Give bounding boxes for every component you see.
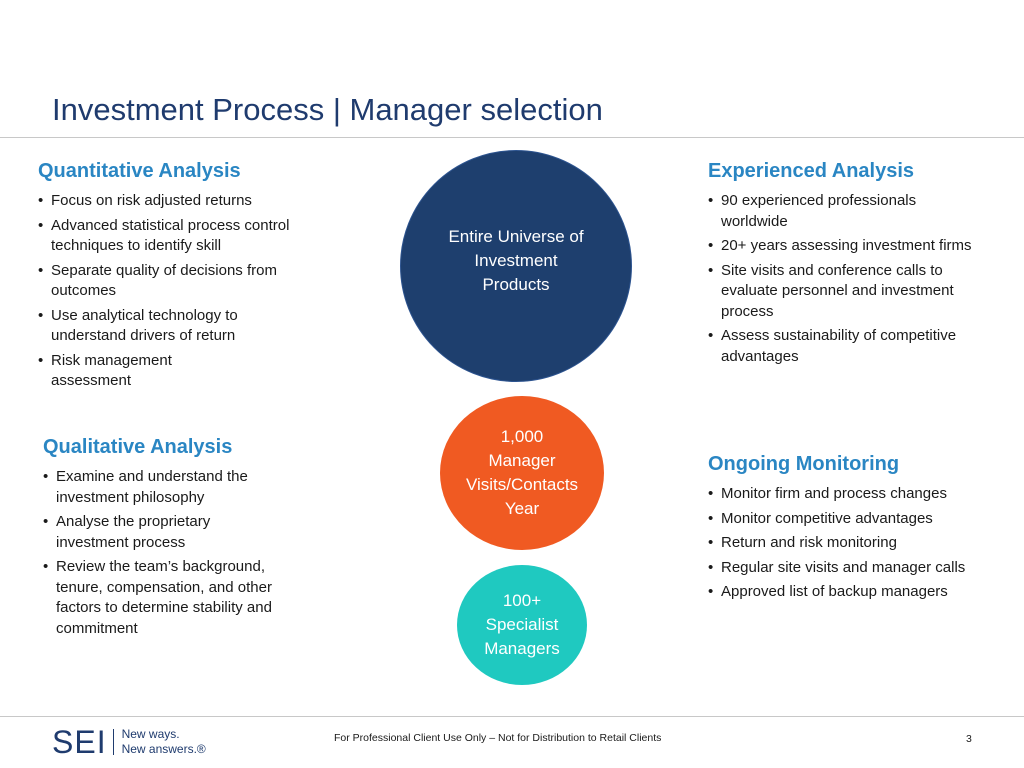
section-heading: Quantitative Analysis bbox=[38, 160, 241, 182]
ongoing-monitoring-section: Ongoing Monitoring Monitor firm and proc… bbox=[708, 453, 1003, 607]
list-item: Approved list of backup managers bbox=[708, 582, 978, 603]
list-item: Site visits and conference calls to eval… bbox=[708, 261, 993, 323]
qualitative-analysis-section: Qualitative Analysis Examine and underst… bbox=[43, 436, 293, 643]
experienced-analysis-section: Experienced Analysis 90 experienced prof… bbox=[708, 160, 1003, 371]
list-item: Assess sustainability of competitive adv… bbox=[708, 326, 993, 367]
universe-circle: Entire Universe of Investment Products bbox=[400, 150, 632, 382]
circle-line: Managers bbox=[484, 639, 560, 658]
manager-visits-circle: 1,000 Manager Visits/Contacts Year bbox=[440, 396, 604, 550]
footer-divider bbox=[0, 716, 1024, 717]
section-heading: Ongoing Monitoring bbox=[708, 453, 900, 475]
list-item: Monitor firm and process changes bbox=[708, 484, 978, 505]
title-divider bbox=[0, 137, 1024, 138]
circle-line: Specialist bbox=[485, 615, 559, 634]
circle-line: 100+ bbox=[502, 591, 542, 610]
tagline-line: New answers.® bbox=[121, 742, 206, 756]
logo-tagline: New ways. New answers.® bbox=[122, 727, 206, 757]
logo-divider bbox=[112, 729, 114, 755]
list-item: Examine and understand the investment ph… bbox=[43, 467, 275, 508]
logo-mark: SEI bbox=[52, 723, 107, 760]
list-item: 90 experienced professionals worldwide bbox=[708, 191, 971, 232]
list-item: Analyse the proprietary investment proce… bbox=[43, 512, 241, 553]
list-item: Advanced statistical process control tec… bbox=[38, 216, 323, 257]
list-item: Focus on risk adjusted returns bbox=[38, 191, 323, 212]
specialist-managers-circle: 100+ Specialist Managers bbox=[457, 565, 587, 685]
list-item: Use analytical technology to understand … bbox=[38, 306, 281, 347]
section-heading: Qualitative Analysis bbox=[43, 436, 233, 458]
circle-line: Visits/Contacts bbox=[465, 475, 579, 494]
list-item: 20+ years assessing investment firms bbox=[708, 236, 986, 257]
list-item: Risk management assessment bbox=[38, 351, 201, 392]
list-item: Regular site visits and manager calls bbox=[708, 558, 976, 579]
circle-line: Year bbox=[504, 499, 540, 518]
list-item: Monitor competitive advantages bbox=[708, 509, 978, 530]
circle-line: Entire Universe of bbox=[448, 227, 584, 246]
page-number: 3 bbox=[966, 733, 972, 745]
footer-disclaimer: For Professional Client Use Only – Not f… bbox=[334, 732, 662, 744]
list-item: Return and risk monitoring bbox=[708, 533, 978, 554]
list-item: Review the team’s background, tenure, co… bbox=[43, 557, 275, 639]
circle-line: Products bbox=[482, 275, 550, 294]
circle-line: Investment bbox=[474, 251, 558, 270]
section-heading: Experienced Analysis bbox=[708, 160, 915, 182]
quantitative-analysis-section: Quantitative Analysis Focus on risk adju… bbox=[38, 160, 338, 396]
slide-title: Investment Process | Manager selection bbox=[52, 92, 603, 127]
sei-logo: SEI New ways. New answers.® bbox=[52, 724, 206, 760]
tagline-line: New ways. bbox=[121, 727, 180, 741]
circle-line: Manager bbox=[488, 451, 556, 470]
circle-line: 1,000 bbox=[500, 427, 544, 446]
list-item: Separate quality of decisions from outco… bbox=[38, 261, 323, 302]
